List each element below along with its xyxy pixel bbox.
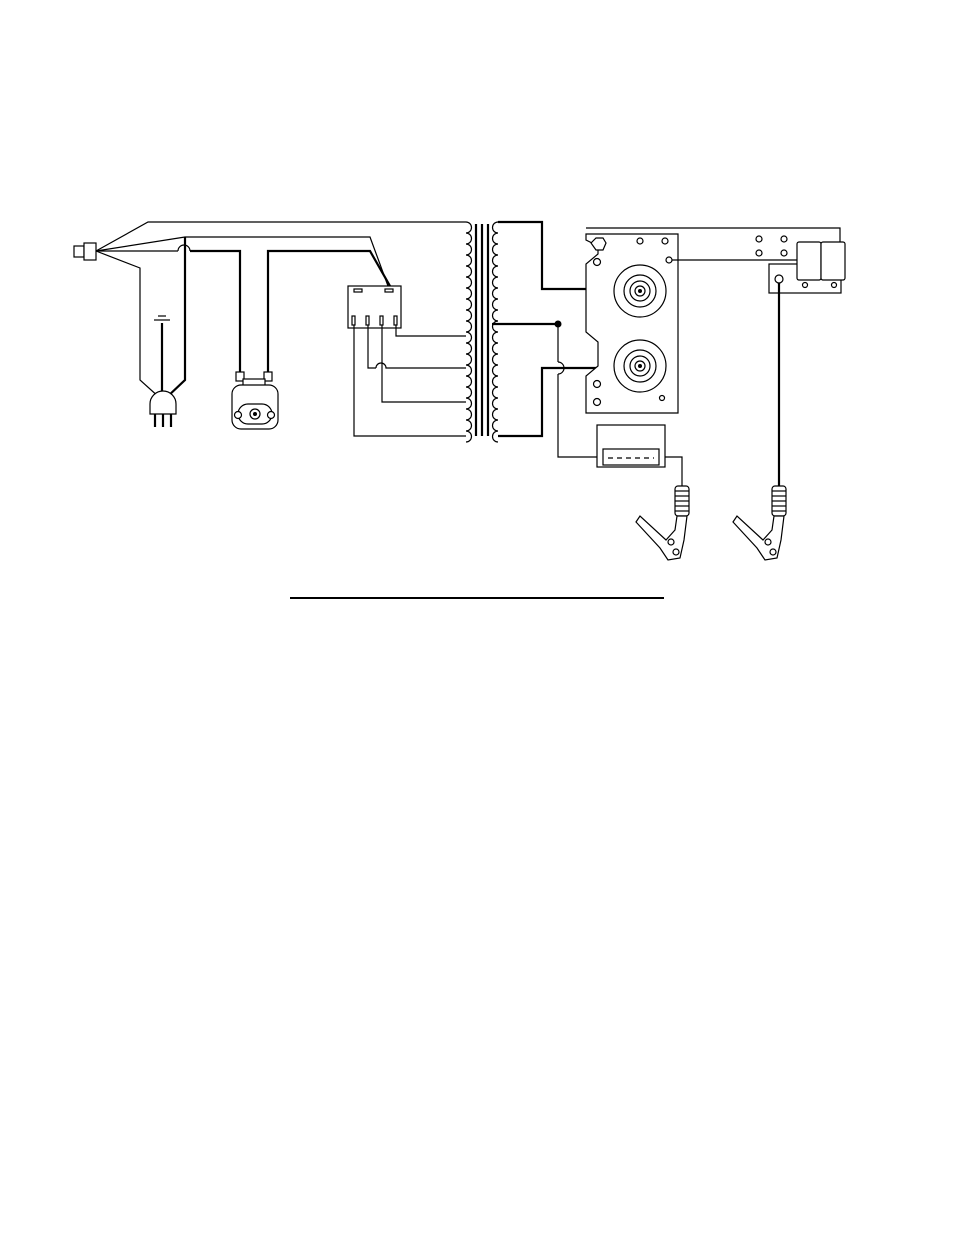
selector-switch — [348, 286, 466, 436]
output-clamp-left — [636, 486, 689, 560]
cooling-fan-motor — [232, 372, 278, 429]
three-prong-plug — [150, 391, 176, 427]
circuit-breaker — [756, 236, 845, 486]
output-clamp-right — [733, 486, 786, 560]
diode-lower — [614, 340, 666, 392]
ground-symbol — [154, 316, 170, 396]
ammeter — [597, 425, 665, 467]
diode-upper — [614, 265, 666, 317]
